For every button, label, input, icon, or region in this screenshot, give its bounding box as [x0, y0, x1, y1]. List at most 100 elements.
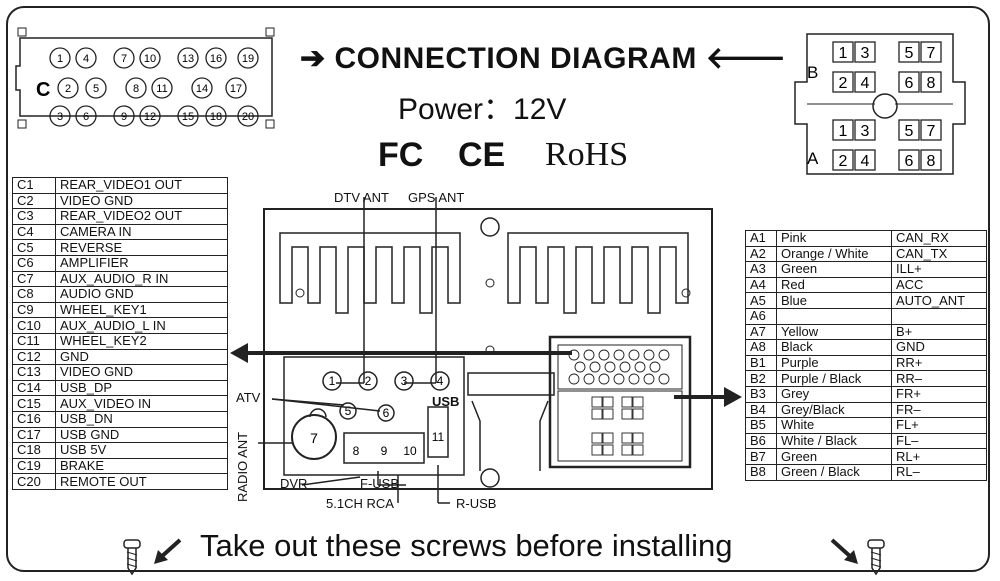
port-number: 5: [345, 404, 352, 418]
mini-pin-box: [632, 444, 644, 456]
pin-code: C5: [12, 239, 56, 256]
power-spec: Power：12V: [398, 93, 567, 126]
wire-color: Red: [776, 276, 892, 294]
pin-code: B2: [745, 370, 777, 387]
pin-function: AUX_AUDIO_R IN: [55, 270, 228, 288]
port-circle: [339, 402, 357, 420]
r-usb-label: R-USB: [456, 496, 497, 511]
pin-signal: FL+: [891, 417, 987, 434]
wire-color: Green / Black: [776, 463, 892, 481]
connector-b-label: B: [807, 63, 818, 82]
pin-number: 10: [144, 53, 156, 65]
title-right-arrow: 🡐: [705, 42, 787, 75]
pin-circle: [75, 105, 97, 127]
pin-signal: [891, 307, 987, 325]
mini-pin-box: [621, 432, 633, 444]
mini-pin: [643, 349, 655, 361]
pin-code: C12: [12, 348, 56, 366]
unit-connector-pins: [568, 349, 670, 456]
wire-color: Yellow: [776, 323, 892, 341]
pin-function: AUDIO GND: [55, 286, 228, 303]
port-number: 11: [432, 430, 445, 444]
port-circle: [358, 371, 378, 391]
pin-box: [854, 149, 876, 171]
pin-code: B5: [745, 417, 777, 434]
pin-function: AUX_AUDIO_L IN: [55, 317, 228, 334]
pin-box: [854, 41, 876, 63]
pin-function: USB GND: [55, 426, 228, 444]
pin-number: 5: [905, 45, 914, 62]
pin-code: C16: [12, 410, 56, 428]
pin-box: [832, 71, 854, 93]
pin-function: BRAKE: [55, 457, 228, 475]
heat-sink-left: [279, 232, 461, 314]
pin-signal: RL+: [891, 448, 987, 465]
pin-signal: ACC: [891, 276, 987, 294]
pin-number: 6: [905, 75, 914, 92]
pin-number: 8: [927, 153, 936, 170]
radio-ant-label: RADIO ANT: [235, 431, 250, 502]
arrow-down-right-icon: [830, 538, 858, 564]
pin-number: 7: [121, 53, 127, 65]
pin-function: REAR_VIDEO2 OUT: [55, 208, 228, 225]
pin-code: C8: [12, 286, 56, 303]
mini-pin-box: [621, 396, 633, 408]
pin-circle: [139, 47, 161, 69]
pin-code: C17: [12, 426, 56, 444]
pin-number: 11: [156, 83, 167, 95]
pin-function: REMOTE OUT: [55, 473, 228, 490]
pin-number: 16: [210, 53, 222, 65]
port-number: 1: [329, 374, 336, 388]
mini-pin-box: [632, 432, 644, 444]
arrow-down-left-icon: [154, 538, 182, 564]
wire-color: Blue: [776, 292, 892, 309]
pin-code: C6: [12, 254, 56, 272]
pin-function: USB_DN: [55, 410, 228, 428]
pin-code: C20: [12, 473, 56, 490]
pin-function: WHEEL_KEY1: [55, 301, 228, 319]
pin-function: GND: [55, 348, 228, 366]
pin-number: 7: [927, 123, 936, 140]
mini-pin: [628, 373, 640, 385]
pin-number: 4: [861, 75, 870, 92]
pin-number: 2: [839, 75, 848, 92]
pin-circle: [237, 105, 259, 127]
pin-function: CAMERA IN: [55, 223, 228, 241]
pin-box: [898, 149, 920, 171]
pin-number: 1: [839, 123, 848, 140]
pin-circle: [205, 105, 227, 127]
mini-pin: [613, 373, 625, 385]
pin-box: [898, 41, 920, 63]
fc-logo: FC: [378, 136, 424, 174]
mini-pin: [598, 373, 610, 385]
pin-signal: B+: [891, 323, 987, 341]
pin-function: REVERSE: [55, 239, 228, 256]
diagram-frame: [6, 6, 990, 572]
pin-code: C1: [12, 177, 56, 194]
pin-number: 20: [242, 111, 254, 123]
pin-function: REAR_VIDEO1 OUT: [55, 177, 228, 194]
screw-right-icon: [867, 539, 885, 576]
mini-pin-box: [632, 408, 644, 420]
usb-label: USB: [432, 394, 460, 409]
pin-box: [854, 119, 876, 141]
